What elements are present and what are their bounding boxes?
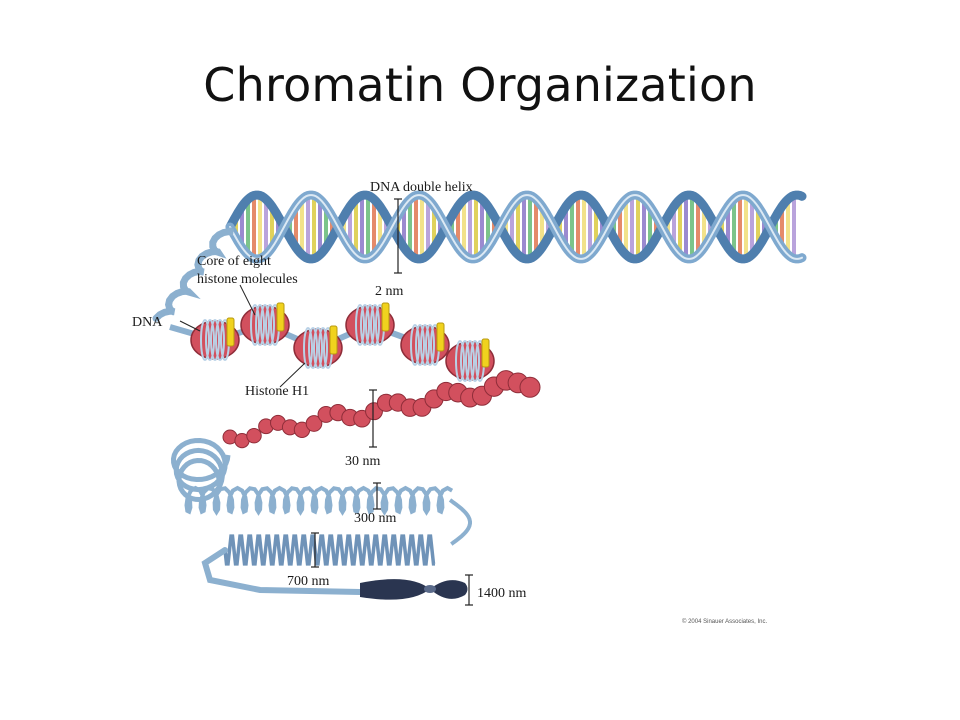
histone-h1 xyxy=(481,338,490,368)
label-dna-double-helix: DNA double helix xyxy=(370,180,473,195)
helix-tail xyxy=(152,227,234,322)
dna-wrap xyxy=(255,304,265,346)
helix-strand-back xyxy=(225,190,807,264)
dna-wrap xyxy=(210,319,220,361)
dna-wrap xyxy=(318,327,328,369)
histone-h1 xyxy=(226,317,235,347)
dna-wrap xyxy=(425,324,435,366)
chromatin-diagram: DNA double helix 2 nm Core of eight hist… xyxy=(130,165,810,635)
fiber-30-nucleosome xyxy=(246,427,262,444)
pointer-h1 xyxy=(279,362,306,388)
label-histone-h1: Histone H1 xyxy=(245,384,309,399)
label-dna: DNA xyxy=(132,315,163,330)
chromatin-diagram-svg: DNA double helix 2 nm Core of eight hist… xyxy=(132,180,807,625)
dna-wrap xyxy=(303,327,313,369)
fiber-700-zigzag xyxy=(223,534,436,566)
copyright-notice: © 2004 Sinauer Associates, Inc. xyxy=(682,618,767,625)
pointer-dna xyxy=(179,320,201,332)
fiber-30-nucleosome xyxy=(519,376,541,398)
dna-wrap xyxy=(470,340,480,382)
fiber-30-nucleosome xyxy=(305,415,323,432)
dna-wrap xyxy=(250,304,260,346)
dna-wrap xyxy=(215,319,225,361)
nucleosome-chain xyxy=(169,302,495,382)
dna-wrap xyxy=(360,304,370,346)
dna-wrap xyxy=(308,327,318,369)
histone-h1 xyxy=(329,325,338,355)
fiber-300-coil xyxy=(184,485,454,516)
label-core-line1: Core of eight xyxy=(197,254,271,269)
dna-double-helix xyxy=(152,190,807,322)
dna-wrap xyxy=(415,324,425,366)
histone-h1 xyxy=(276,302,285,332)
dna-wrap xyxy=(265,304,275,346)
dna-wrap xyxy=(410,324,420,366)
chromatid-left xyxy=(360,579,430,600)
dna-wrap xyxy=(260,304,270,346)
fiber-300nm xyxy=(184,485,472,546)
centromere xyxy=(424,585,436,593)
dna-wrap xyxy=(460,340,470,382)
dna-wrap xyxy=(313,327,323,369)
pointer-core xyxy=(239,284,256,316)
label-helix-width: 2 nm xyxy=(375,284,404,299)
dna-wrap xyxy=(365,304,375,346)
helix-strand-highlight xyxy=(229,194,803,260)
histone-h1 xyxy=(381,302,390,332)
slide-title: Chromatin Organization xyxy=(203,58,757,112)
dna-wrap xyxy=(455,340,465,382)
label-1400nm: 1400 nm xyxy=(477,586,527,601)
chromosome xyxy=(360,579,468,600)
dna-wrap xyxy=(205,319,215,361)
label-300nm: 300 nm xyxy=(354,511,397,526)
fiber-loop xyxy=(170,437,231,503)
dna-wrap xyxy=(355,304,365,346)
dna-wrap xyxy=(370,304,380,346)
dna-wrap xyxy=(465,340,475,382)
fiber-700-tail xyxy=(201,547,363,595)
label-core-line2: histone molecules xyxy=(197,272,298,287)
label-700nm: 700 nm xyxy=(287,574,330,589)
dna-wrap xyxy=(420,324,430,366)
fiber-300-bend xyxy=(448,498,472,546)
fiber-700nm xyxy=(201,534,436,595)
chromatid-right xyxy=(430,580,468,599)
dna-wrap xyxy=(200,319,210,361)
histone-h1 xyxy=(436,322,445,352)
scale-markers xyxy=(179,198,473,606)
fiber-30nm xyxy=(170,370,541,503)
label-30nm: 30 nm xyxy=(345,454,381,469)
